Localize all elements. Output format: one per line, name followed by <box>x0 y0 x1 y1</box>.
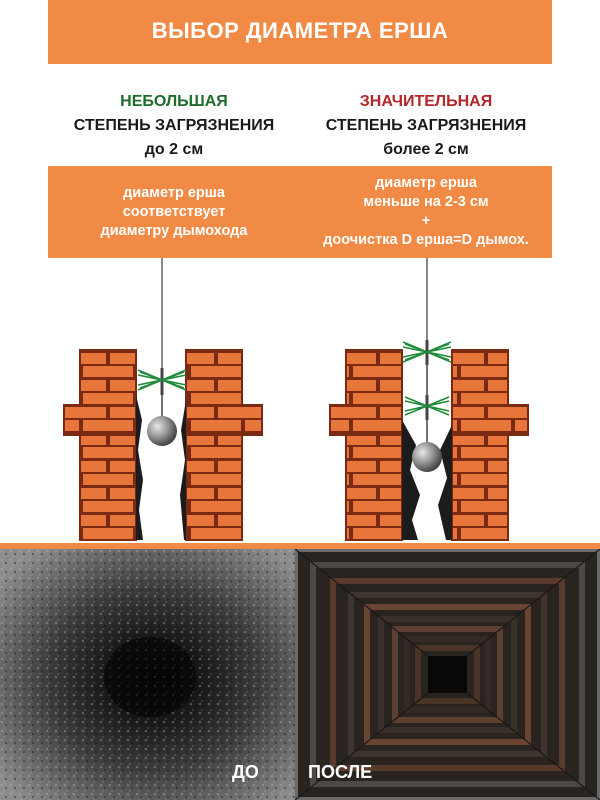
left-line2: СТЕПЕНЬ ЗАГРЯЗНЕНИЯ <box>73 117 275 134</box>
right-keyword: ЗНАЧИТЕЛЬНАЯ <box>359 93 493 110</box>
cleaning-weight-icon <box>147 416 177 446</box>
left-line3: до 2 см <box>144 141 204 158</box>
chimney-right-diagram <box>329 258 529 541</box>
right-explanation-line: + <box>421 213 431 229</box>
left-explanation-line: диаметр ерша <box>123 185 225 201</box>
cleaning-weight-icon <box>412 442 442 472</box>
left-keyword: НЕБОЛЬШАЯ <box>120 93 228 110</box>
before-photo <box>0 549 295 800</box>
right-explanation-line: меньше на 2-3 см <box>363 194 489 210</box>
left-explanation: диаметр ерша соответствует диаметру дымо… <box>48 184 300 241</box>
chimney-diagrams <box>63 258 529 541</box>
right-heading: ЗНАЧИТЕЛЬНАЯ СТЕПЕНЬ ЗАГРЯЗНЕНИЯ более 2… <box>300 90 552 162</box>
soot-deposit-icon <box>136 395 143 540</box>
right-line2: СТЕПЕНЬ ЗАГРЯЗНЕНИЯ <box>325 117 527 134</box>
explanation-band: диаметр ерша соответствует диаметру дымо… <box>48 166 552 258</box>
right-explanation-line: доочистка D ерша=D дымох. <box>323 232 529 248</box>
after-label: ПОСЛЕ <box>308 762 373 782</box>
divider-strip <box>0 543 600 549</box>
left-explanation-line: соответствует <box>122 204 226 220</box>
right-line3: более 2 см <box>383 141 469 158</box>
chimney-brush-icon <box>402 340 452 420</box>
left-heading: НЕБОЛЬШАЯ СТЕПЕНЬ ЗАГРЯЗНЕНИЯ до 2 см <box>48 90 300 162</box>
chimney-left-diagram <box>63 258 263 541</box>
after-photo <box>295 549 600 800</box>
right-explanation-line: диаметр ерша <box>375 175 477 191</box>
header-banner: ВЫБОР ДИАМЕТРА ЕРША <box>48 0 552 64</box>
before-label: ДО <box>232 762 259 782</box>
left-explanation-line: диаметру дымохода <box>100 223 248 239</box>
right-explanation: диаметр ерша меньше на 2-3 см + доочистк… <box>300 174 552 250</box>
page-title: ВЫБОР ДИАМЕТРА ЕРША <box>151 18 449 43</box>
chimney-brush-icon <box>137 368 187 395</box>
